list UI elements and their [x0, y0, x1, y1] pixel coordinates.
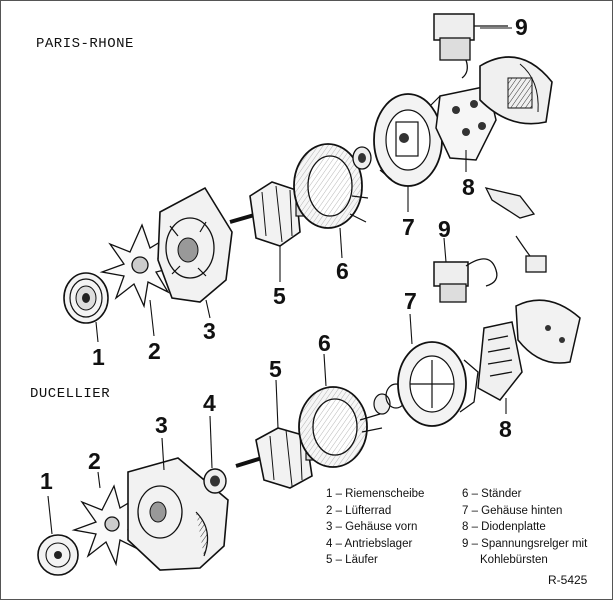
top-regulator-lower — [433, 235, 547, 303]
label-3-top: 3 — [203, 318, 216, 344]
top-cover-lower — [515, 299, 581, 364]
top-bearing — [352, 146, 372, 170]
label-9-top: 9 — [515, 14, 528, 40]
label-8-bottom: 8 — [499, 416, 512, 442]
heading-ducellier: DUCELLIER — [30, 386, 111, 402]
legend-item: 4 – Antriebslager — [326, 537, 413, 550]
label-5-top: 5 — [273, 283, 286, 309]
top-diode-plate — [435, 85, 536, 219]
bottom-bearing — [203, 468, 227, 494]
label-6-bottom: 6 — [318, 330, 331, 356]
label-9-lower-regulator: 9 — [438, 216, 451, 242]
bottom-front-housing — [127, 457, 229, 571]
label-7-bottom: 7 — [404, 288, 417, 314]
legend-item: 1 – Riemenscheibe — [326, 488, 425, 500]
label-1-bottom: 1 — [40, 468, 53, 494]
label-1-top: 1 — [92, 344, 105, 370]
heading-paris-rhone: PARIS-RHONE — [36, 36, 134, 52]
bottom-stator — [298, 386, 383, 468]
label-5-bottom: 5 — [269, 356, 282, 382]
top-front-housing — [157, 186, 233, 303]
bottom-diode-plate — [477, 321, 523, 401]
legend-item: 8 – Diodenplatte — [462, 521, 546, 533]
label-8-top: 8 — [462, 174, 475, 200]
legend-item: 2 – Lüfterrad — [326, 504, 392, 517]
top-regulator-upper — [433, 13, 508, 79]
label-7-top: 7 — [402, 214, 415, 240]
top-rear-housing — [373, 93, 443, 187]
bottom-rear-housing — [397, 341, 479, 427]
top-end-cover — [479, 56, 553, 125]
legend-item: 7 – Gehäuse hinten — [462, 504, 563, 517]
legend-item: 9 – Spannungsrelger mit — [462, 537, 588, 550]
label-2-bottom: 2 — [88, 448, 101, 474]
label-4-bottom: 4 — [203, 390, 216, 416]
legend-item: 3 – Gehäuse vorn — [326, 521, 418, 533]
legend-item: 6 – Ständer — [462, 488, 522, 500]
label-2-top: 2 — [148, 338, 161, 364]
label-6-top: 6 — [336, 258, 349, 284]
legend-item: Kohlebürsten — [480, 554, 548, 566]
top-stator — [293, 143, 369, 229]
legend-item: 5 – Läufer — [326, 554, 378, 566]
label-3-bottom: 3 — [155, 412, 168, 438]
bottom-pulley — [37, 534, 79, 576]
top-pulley — [63, 272, 109, 324]
figure-code: R-5425 — [548, 573, 588, 587]
